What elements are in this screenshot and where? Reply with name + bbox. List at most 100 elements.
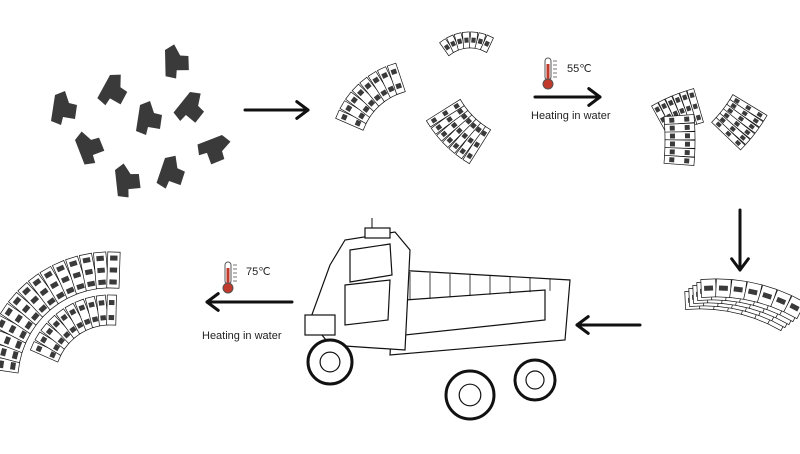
cell-block bbox=[38, 304, 48, 313]
cell-block bbox=[465, 117, 473, 125]
arrow-head bbox=[730, 257, 750, 272]
strip-cell bbox=[686, 88, 704, 125]
cell-block bbox=[470, 122, 477, 130]
thermometer-icon bbox=[542, 57, 557, 90]
arrow-head bbox=[205, 292, 220, 312]
cell-block bbox=[483, 40, 490, 47]
temperature-55: 55℃ bbox=[567, 63, 592, 75]
cell-block bbox=[440, 130, 448, 138]
strip-cell bbox=[715, 278, 732, 298]
cell-block bbox=[63, 331, 71, 339]
cell-block bbox=[669, 149, 675, 155]
cell-block bbox=[695, 114, 702, 121]
cell-block bbox=[685, 105, 692, 112]
cell-block bbox=[456, 38, 463, 45]
cell-block bbox=[748, 123, 755, 130]
cell-block bbox=[725, 130, 732, 137]
cell-block bbox=[96, 255, 105, 262]
cell-block bbox=[56, 264, 65, 273]
cell-block bbox=[471, 37, 476, 43]
cell-block bbox=[443, 43, 451, 51]
strip-cell bbox=[367, 70, 393, 103]
strip-cell bbox=[462, 125, 492, 165]
thermo-bulb bbox=[222, 282, 234, 294]
cell-block bbox=[739, 134, 746, 141]
cell-block bbox=[684, 158, 690, 164]
cell-block bbox=[364, 82, 372, 90]
cell-block bbox=[456, 108, 464, 115]
cell-block bbox=[0, 360, 5, 369]
cell-block bbox=[718, 285, 728, 291]
cell-block bbox=[446, 136, 454, 144]
truck-hub bbox=[319, 351, 341, 373]
arrow-head bbox=[295, 100, 310, 120]
cell-block bbox=[97, 267, 105, 274]
cell-block bbox=[109, 279, 117, 285]
cell-frame bbox=[106, 294, 117, 326]
cell-block bbox=[775, 296, 787, 305]
strip-cell bbox=[446, 34, 461, 53]
strip-cell bbox=[335, 109, 368, 131]
puzzle-piece bbox=[75, 131, 105, 165]
cell-block bbox=[466, 152, 473, 160]
cell-block bbox=[87, 280, 96, 287]
truck-hub bbox=[458, 383, 482, 407]
strip-cell bbox=[0, 341, 23, 364]
cell-block bbox=[350, 96, 358, 104]
cell-block bbox=[357, 88, 365, 97]
cell-block bbox=[692, 103, 698, 110]
cell-block bbox=[65, 286, 75, 295]
cell-frame bbox=[664, 122, 696, 133]
strip-cell bbox=[64, 302, 89, 335]
cell-block bbox=[380, 89, 388, 97]
cell-block bbox=[109, 267, 118, 273]
cell-block bbox=[22, 286, 31, 296]
strip-cell bbox=[453, 32, 466, 51]
puzzle-piece bbox=[173, 92, 205, 123]
strip-cell bbox=[93, 251, 110, 290]
arrow bbox=[243, 100, 310, 120]
cell-block bbox=[435, 124, 443, 131]
cell-frame bbox=[664, 131, 696, 141]
strip-cell bbox=[27, 273, 61, 311]
cell-block bbox=[358, 112, 366, 120]
cell-block bbox=[477, 38, 484, 45]
cell-block bbox=[390, 68, 398, 75]
cell-block bbox=[669, 133, 676, 139]
truck-window bbox=[349, 243, 393, 283]
cell-block bbox=[49, 281, 59, 290]
cell-block bbox=[32, 278, 42, 287]
cell-block bbox=[741, 110, 748, 117]
cell-block bbox=[340, 113, 348, 121]
cell-block bbox=[46, 297, 56, 306]
cell-block bbox=[752, 117, 759, 124]
cell-block bbox=[49, 351, 57, 359]
puzzle-piece bbox=[197, 135, 231, 165]
cell-block bbox=[69, 308, 77, 316]
cell-block bbox=[10, 361, 17, 371]
strip-cell bbox=[74, 298, 95, 331]
truck-illustration bbox=[304, 218, 571, 421]
cell-block bbox=[473, 141, 481, 148]
cell-block bbox=[372, 76, 380, 84]
strip bbox=[335, 62, 406, 131]
cell-block bbox=[430, 117, 438, 124]
cell-block bbox=[684, 124, 690, 131]
cell-block bbox=[8, 324, 17, 334]
heating-label-2: Heating in water bbox=[202, 330, 282, 342]
cell-block bbox=[3, 336, 12, 345]
strip-cell bbox=[351, 83, 381, 113]
cell-block bbox=[98, 300, 105, 306]
thermometer-icon bbox=[222, 261, 237, 294]
arrow-head bbox=[575, 315, 590, 335]
cell-block bbox=[669, 125, 675, 131]
cell-block bbox=[654, 106, 661, 113]
cell-block bbox=[98, 279, 106, 286]
truck-door bbox=[344, 279, 391, 326]
cell-frame bbox=[663, 154, 695, 166]
strip-cell bbox=[39, 265, 70, 305]
cell-block bbox=[450, 40, 457, 47]
cell-block bbox=[730, 102, 737, 109]
